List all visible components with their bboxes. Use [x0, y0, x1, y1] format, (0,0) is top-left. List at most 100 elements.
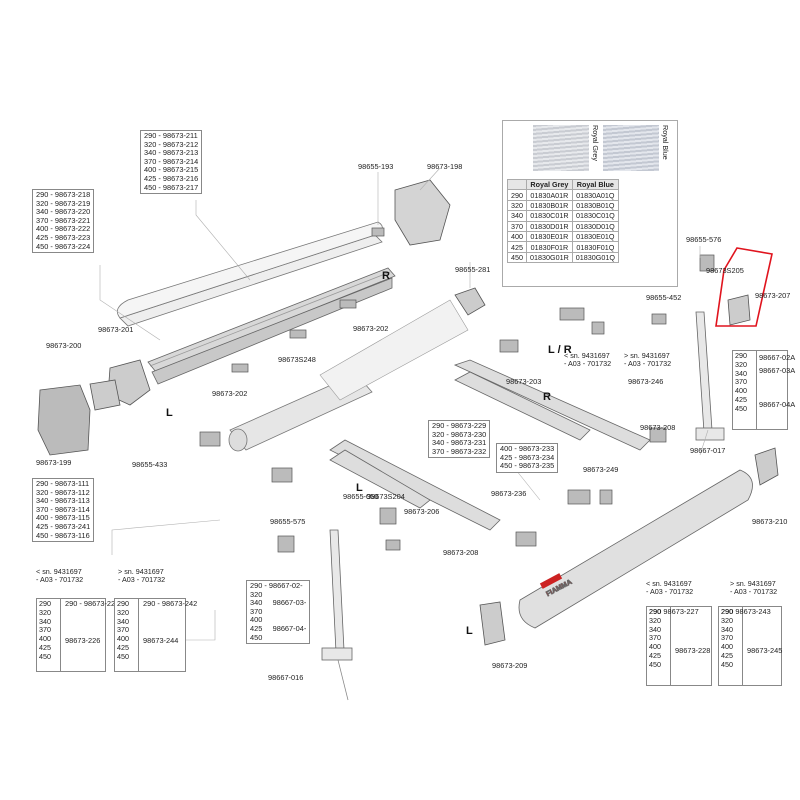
serial-note-after-3: > sn. 9431697 - A03 - 701732: [730, 579, 778, 597]
fabric-code-cell: 01830C01R: [526, 210, 573, 222]
part-number-label: 98655-193: [358, 162, 394, 171]
fabric-code-cell: 01830B01R: [526, 199, 573, 212]
fabric-code-cell: 01830G01Q: [571, 251, 619, 264]
part-number-label: 98673-203: [506, 377, 542, 386]
header-royal-grey: Royal Grey: [526, 178, 573, 191]
size-value: 370: [721, 633, 733, 643]
left-arm: [329, 439, 501, 531]
serial-note-after-2: > sn. 9431697 - A03 - 701732: [624, 351, 672, 369]
part-number-label: 98667-017: [690, 446, 726, 455]
serial-note-after-1: > sn. 9431697 - A03 - 701732: [118, 567, 166, 585]
fabric-code-cell: 01830E01Q: [571, 230, 619, 243]
leg-code-04a: 98667-04A: [759, 400, 796, 409]
part-number-label: 98667-016: [268, 673, 304, 682]
size-value: 400: [649, 642, 661, 652]
size-value: 340: [721, 624, 733, 634]
fabric-size-cell: 370: [507, 220, 527, 232]
side-marker-right: R: [382, 270, 390, 282]
size-value: 290: [117, 599, 129, 608]
part-number-label: 98655-576: [686, 235, 722, 244]
size-value: 425: [735, 394, 747, 404]
side-marker-left: L: [166, 407, 173, 419]
part-number-label: 98655-433: [132, 460, 168, 469]
part-number-label: 98673-210: [752, 517, 788, 526]
size-value: 425: [117, 642, 129, 652]
part-number-label: 98673-208: [443, 548, 479, 557]
code-244: 98673-244: [143, 636, 179, 645]
size-value: 370: [649, 633, 661, 643]
part-number-label: 98673-236: [491, 489, 527, 498]
part-number-label: 98673-200: [46, 341, 82, 350]
size-value: 320: [649, 615, 661, 625]
size-value: 340: [117, 616, 129, 626]
fabric-code-cell: 01830F01R: [526, 241, 573, 253]
leg-code-03a: 98667-03A: [759, 366, 796, 375]
fabric-code-cell: 01830G01R: [526, 251, 573, 264]
side-marker-right-arm: R: [543, 391, 551, 403]
left-support-leg: [321, 529, 353, 701]
size-value: 340: [735, 368, 747, 378]
part-number-label: 98673-209: [492, 661, 528, 670]
royal-blue-swatch: [603, 125, 659, 171]
part-number-label: 98673-246: [628, 377, 664, 386]
part-number-label: 98673-198: [427, 162, 463, 171]
header-size: [507, 178, 527, 191]
size-value: 400: [117, 634, 129, 644]
royal-grey-swatch-label: Royal Grey: [591, 125, 600, 161]
fabric-code-cell: 01830D01Q: [571, 220, 619, 232]
size-value: 450: [39, 651, 51, 661]
size-value: 320: [39, 607, 51, 617]
fabric-code-cell: 01830A01R: [526, 189, 573, 201]
part-number-label: 98655-281: [455, 265, 491, 274]
front-lead-bar: FIAMMA: [518, 469, 753, 629]
roller-size-list: 290 - 98673-111 320 - 98673-112 340 - 98…: [32, 478, 95, 543]
size-value: 290: [39, 599, 51, 608]
fabric-size-cell: 400: [507, 230, 527, 243]
side-marker-left-right: L / R: [548, 344, 572, 356]
size-value: 370: [735, 377, 747, 387]
part-number-label: 98673S205: [706, 266, 744, 275]
size-value: 290: [735, 351, 747, 360]
serial-note-before-2: < sn. 9431697 - A03 - 701732: [564, 351, 612, 369]
size-value: 425: [721, 650, 733, 660]
serial-note-before-3: < sn. 9431697 - A03 - 701732: [646, 579, 694, 597]
code-245: 98673-245: [747, 646, 783, 655]
size-value: 400: [735, 386, 747, 396]
part-number-label: 98673-249: [583, 465, 619, 474]
small-hardware: [199, 227, 715, 553]
size-value: 400: [721, 642, 733, 652]
fabric-size-cell: 450: [507, 251, 527, 264]
left-rail-size-list: 290 - 98673-218 320 - 98673-219 340 - 98…: [32, 189, 95, 254]
size-value: 450: [721, 659, 733, 669]
fabric-size-cell: 425: [507, 241, 527, 253]
header-royal-blue: Royal Blue: [571, 178, 619, 191]
part-number-label: 98655-050: [343, 492, 379, 501]
size-value: 450: [117, 651, 129, 661]
size-value: 425: [649, 650, 661, 660]
top-rail-size-list: 290 - 98673-211 320 - 98673-212 340 - 98…: [140, 130, 203, 195]
code-243: 290 98673-243: [721, 607, 771, 616]
main-profile-rail: [147, 267, 396, 385]
size-value: 290: [649, 607, 661, 616]
fabric-colour-table: Royal Grey Royal Blue Royal Grey Royal B…: [502, 120, 678, 287]
size-value: 320: [117, 607, 129, 617]
leader-lines: [99, 167, 709, 641]
part-number-label: 98673-207: [755, 291, 791, 300]
fabric-size-cell: 320: [507, 199, 527, 212]
size-value: 340: [39, 616, 51, 626]
